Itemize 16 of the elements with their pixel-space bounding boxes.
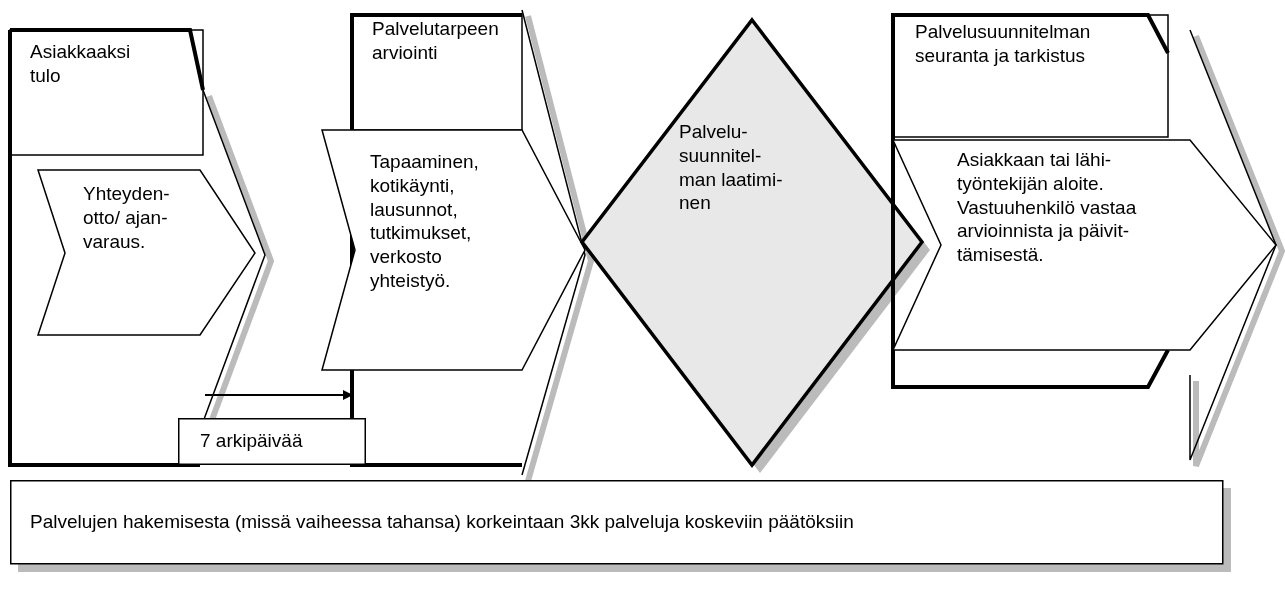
- note-text: 7 arkipäivää: [200, 429, 304, 453]
- step-text: Yhteyden- otto/ ajan- varaus.: [83, 182, 171, 254]
- note-text: Palvelujen hakemisesta (missä vaiheessa tahansa) korkeintaan 3kk palveluja koskeviin päätöksiin: [30, 510, 855, 534]
- chevron-shape: [893, 140, 1278, 350]
- step-text: Palvelu- suunnitel- man laatimi- nen: [679, 120, 784, 215]
- note-box: [10, 480, 1232, 573]
- chevron-shape: [322, 130, 585, 370]
- stage-heading: Asiakkaaksi tulo: [30, 40, 132, 88]
- arrow: [204, 390, 353, 400]
- chevron-shape: [38, 170, 255, 335]
- duration-box: [178, 418, 366, 465]
- step-text: Asiakkaan tai lähi- työntekijän aloite. Vastuuhenkilö vastaa arvioinnista ja päivit- tämisestä.: [957, 148, 1138, 267]
- stage-heading: Palvelutarpeen arviointi: [372, 17, 500, 65]
- stage-heading: Palvelusuunnitelman seuranta ja tarkistus: [915, 20, 1092, 68]
- step-text: Tapaaminen, kotikäynti, lausunnot, tutkimukset, verkosto yhteistyö.: [370, 150, 480, 293]
- stage-box: [893, 15, 1171, 389]
